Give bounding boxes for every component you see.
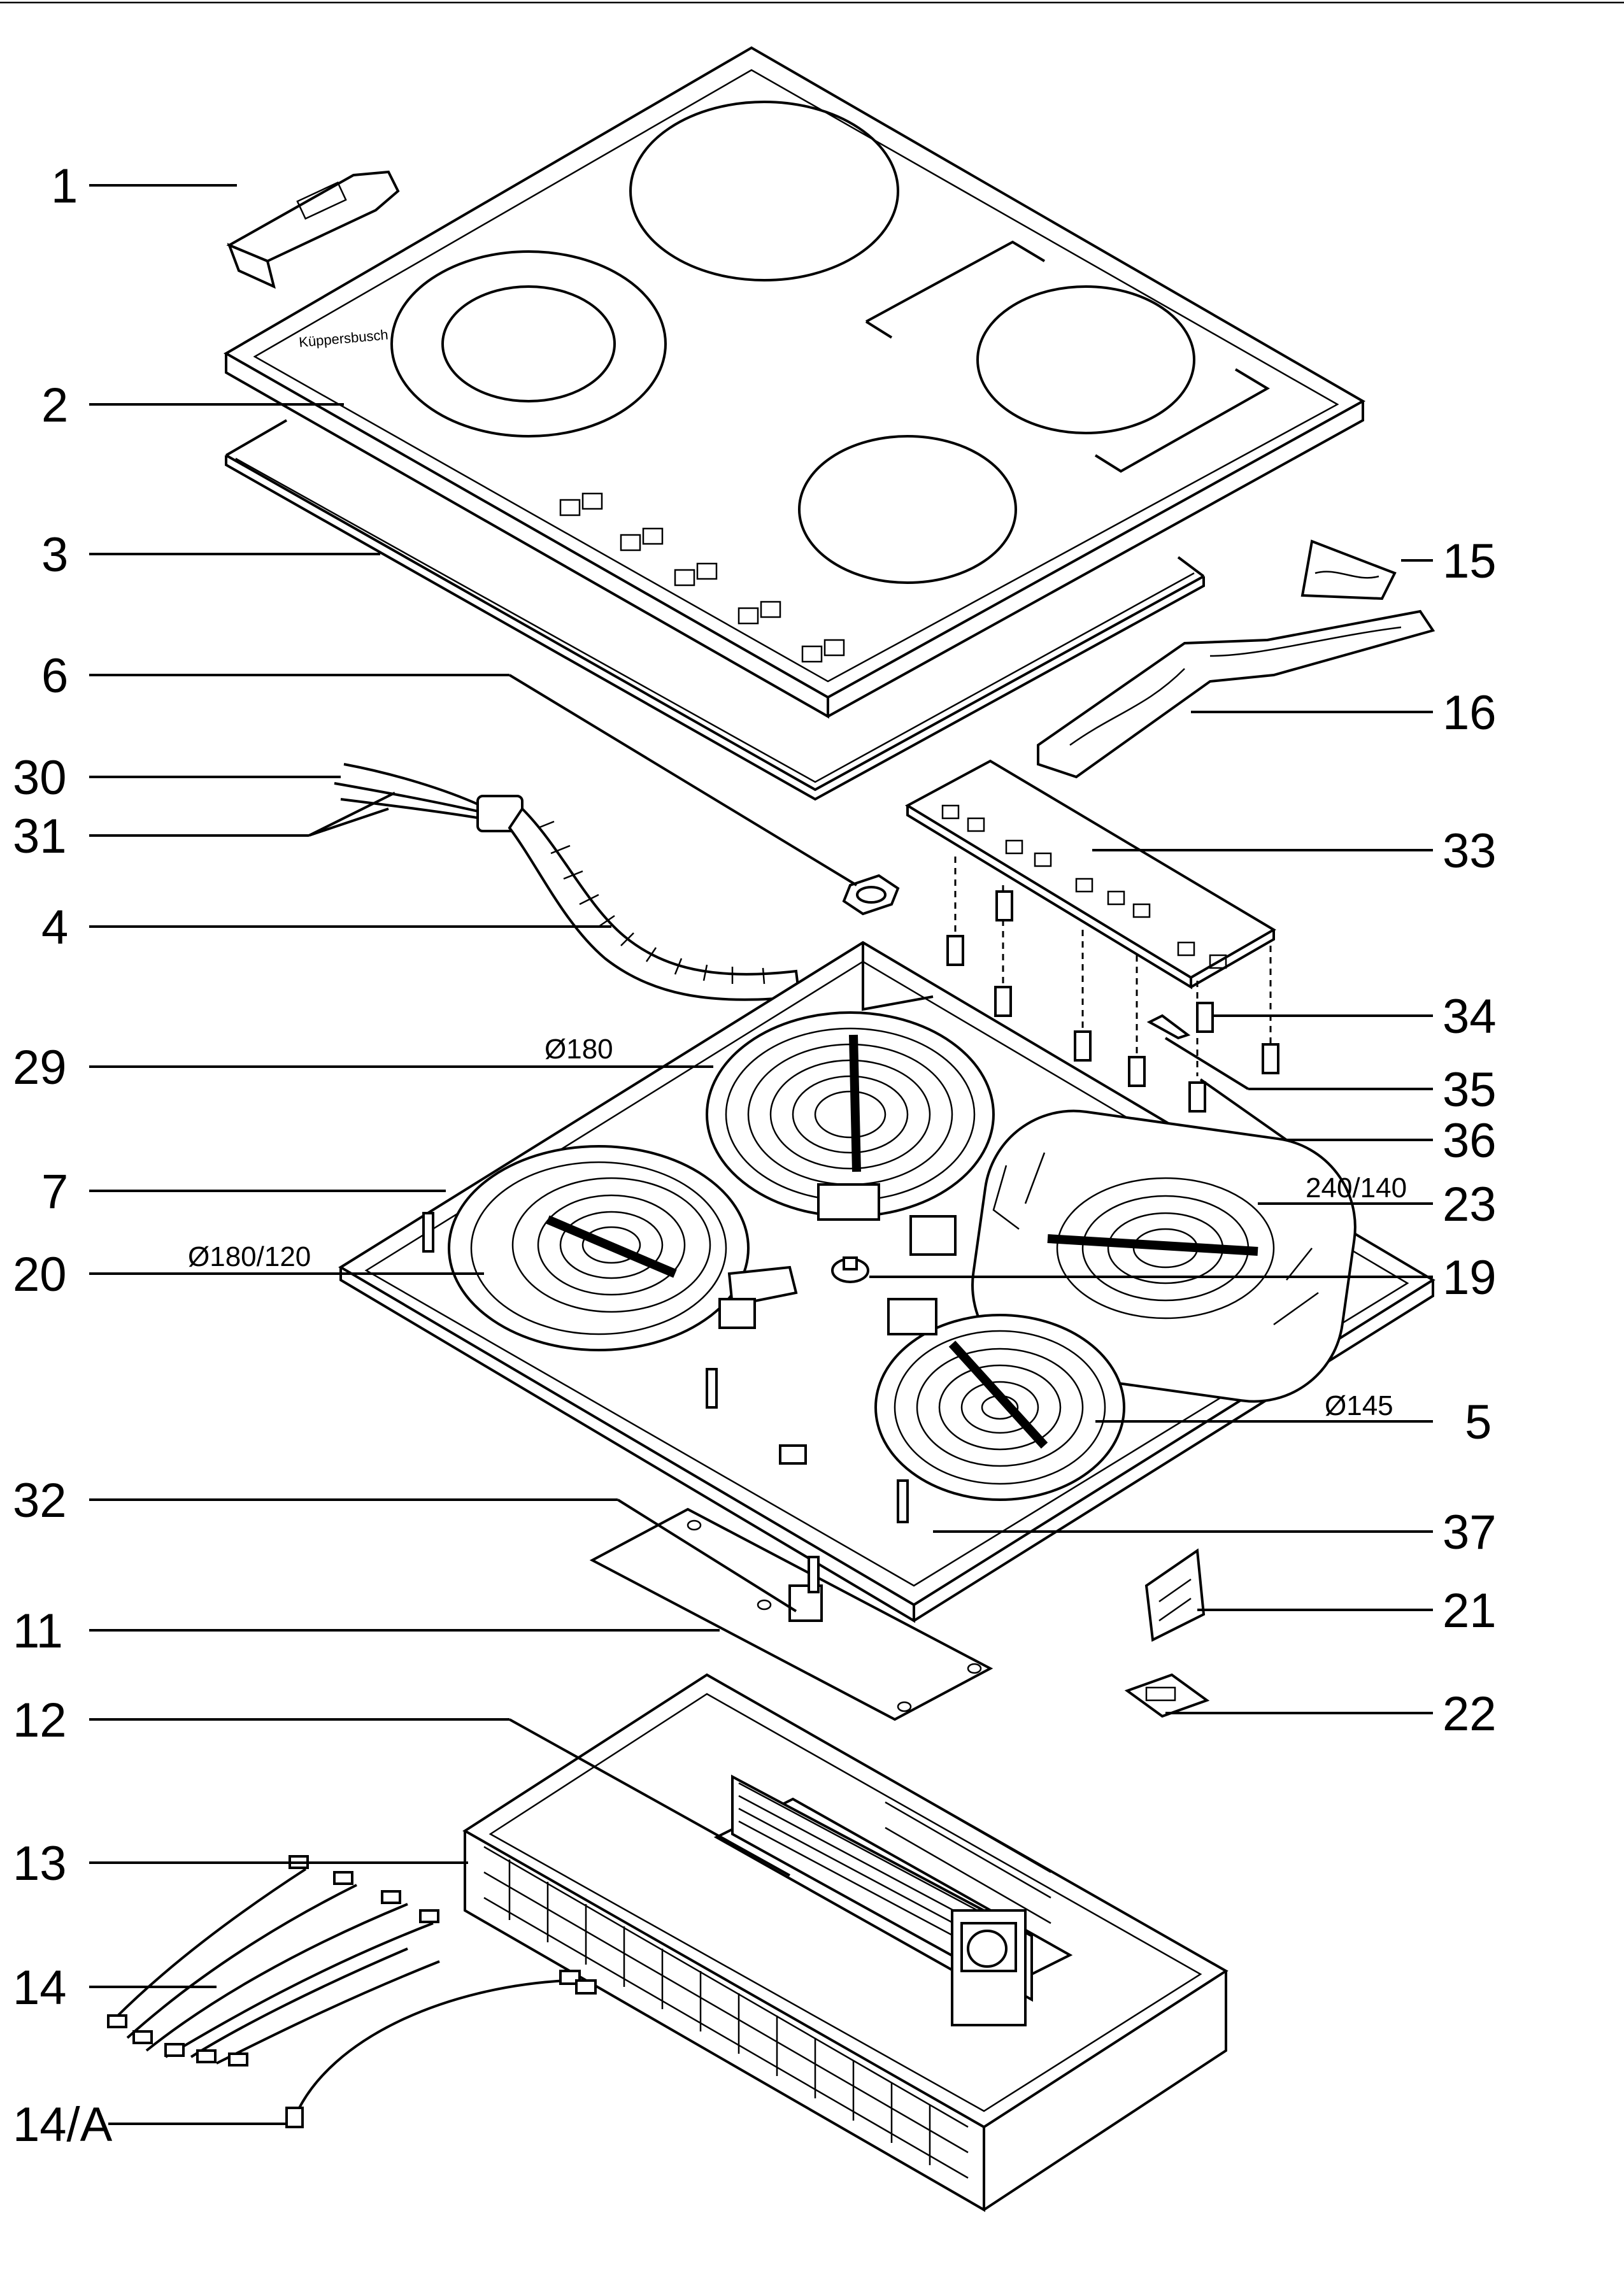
label-34: 34: [1442, 990, 1497, 1044]
radiant-heater-145-part: [874, 1298, 1125, 1501]
label-5: 5: [1465, 1395, 1492, 1449]
label-3: 3: [41, 528, 68, 582]
label-14a: 14/A: [13, 2098, 113, 2152]
tray-bracket-part: [422, 1212, 909, 1523]
dimension-labels: Ø180 Ø180/120 240/140 Ø145: [188, 1034, 1407, 1421]
label-36: 36: [1442, 1114, 1497, 1168]
label-23: 23: [1442, 1177, 1497, 1232]
dimension-145: Ø145: [1325, 1390, 1393, 1421]
label-2: 2: [41, 378, 68, 432]
contact-pin-part: [1146, 1014, 1191, 1040]
label-37: 37: [1442, 1505, 1497, 1560]
radiant-heater-dual-180-120-part: [448, 1145, 798, 1351]
wiring-harness-part: [107, 1855, 440, 2066]
label-22: 22: [1442, 1687, 1497, 1741]
label-11: 11: [13, 1604, 63, 1658]
label-29: 29: [13, 1041, 67, 1095]
frame-gasket-part: [225, 419, 1205, 801]
cover-plate-part: [589, 1507, 994, 1721]
radiant-heater-oval-240-140-part: [909, 1109, 1357, 1403]
label-4: 4: [41, 900, 68, 955]
leader-lines: [89, 184, 1433, 2125]
label-12: 12: [13, 1693, 67, 1747]
mains-cable-part: [334, 763, 481, 820]
label-35: 35: [1442, 1063, 1497, 1117]
dimension-180-120: Ø180/120: [188, 1241, 311, 1272]
glass-top-part: Küppersbusch: [223, 46, 1366, 719]
mounting-bracket-21-part: [1144, 1548, 1206, 1642]
label-21: 21: [1442, 1584, 1497, 1638]
label-15: 15: [1442, 534, 1497, 588]
label-14: 14: [13, 1961, 67, 2015]
radiant-heater-180-part: [706, 1011, 995, 1221]
label-32: 32: [13, 1474, 67, 1528]
label-19: 19: [1442, 1251, 1497, 1305]
label-6: 6: [41, 649, 68, 703]
insulation-pieces-part: [1037, 539, 1435, 779]
part-labels: 1 2 3 6 30 31 4 29 7 20 32 11 12 13 14 1…: [13, 159, 1497, 2152]
hex-nut-part: [842, 874, 900, 916]
tangential-fan-part: [713, 1774, 1073, 2026]
label-33: 33: [1442, 824, 1497, 878]
wiring-lead-14a-part: [285, 1970, 597, 2128]
dimension-240-140: 240/140: [1306, 1172, 1407, 1204]
bottom-tray-part: [338, 941, 1435, 1623]
label-16: 16: [1442, 686, 1497, 740]
control-board-part: [904, 759, 1279, 1113]
scraper-part: [226, 170, 400, 289]
cable-conduit-part: [476, 795, 801, 1001]
label-7: 7: [41, 1165, 68, 1219]
label-30: 30: [13, 751, 67, 805]
label-31: 31: [13, 809, 67, 864]
label-20: 20: [13, 1248, 67, 1302]
mounting-bracket-22-part: [1124, 1673, 1210, 1718]
label-13: 13: [13, 1837, 67, 1891]
dimension-180: Ø180: [545, 1034, 613, 1065]
thermostat-part: [831, 1256, 869, 1283]
label-1: 1: [51, 159, 78, 213]
housing-box-part: [462, 1673, 1229, 2212]
